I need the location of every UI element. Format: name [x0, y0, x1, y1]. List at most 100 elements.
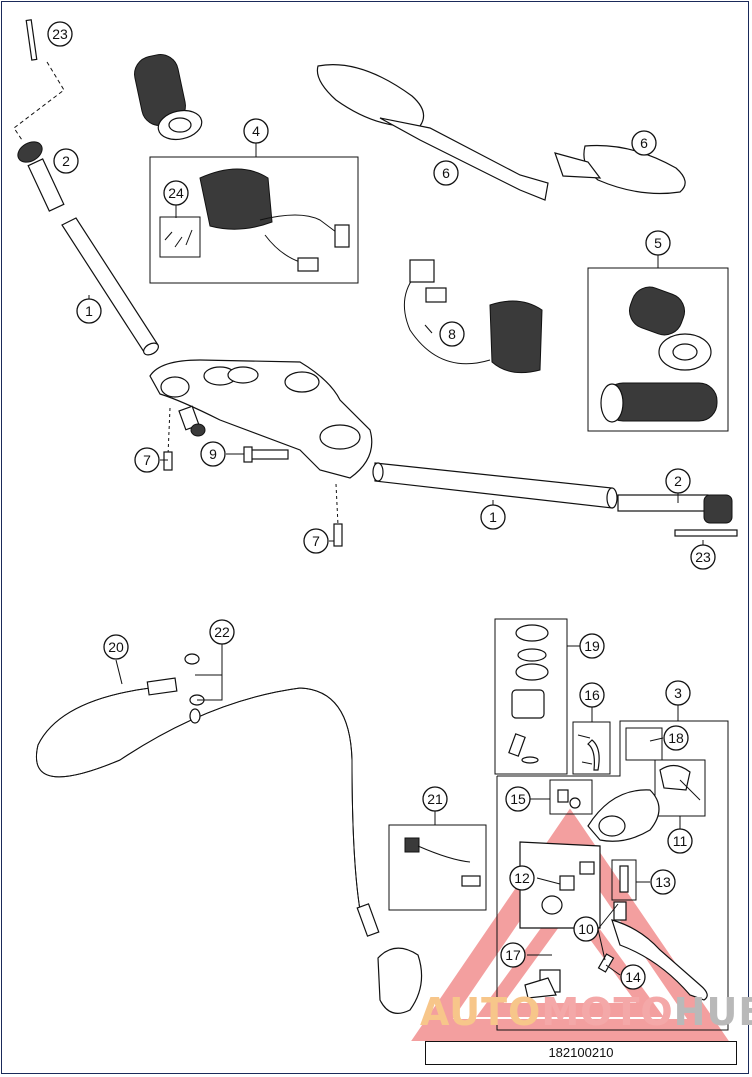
svg-text:23: 23 [52, 26, 68, 42]
svg-text:20: 20 [108, 639, 124, 655]
bar-end-weight-right [617, 494, 733, 524]
svg-text:19: 19 [584, 638, 600, 654]
bar-end-bolt-top [13, 19, 65, 141]
clutch-lever [611, 901, 708, 1001]
watermark-logo: AUTOMOTOHUB [420, 990, 752, 1034]
callout-20: 20 [103, 634, 129, 660]
svg-text:23: 23 [695, 549, 711, 565]
callout-17: 17 [500, 942, 526, 968]
clutch-hose [36, 677, 380, 937]
svg-text:11: 11 [673, 833, 688, 849]
switch-left-box [149, 156, 359, 284]
callout-11: 11 [667, 828, 693, 854]
callout-24: 24 [163, 180, 189, 206]
callout-8: 8 [439, 321, 465, 347]
clutch-switch-box [388, 824, 487, 911]
svg-text:1: 1 [85, 303, 93, 319]
bleeder-box [549, 779, 593, 815]
callout-18: 18 [663, 725, 689, 751]
piston-kit [519, 841, 601, 929]
callout-14: 14 [620, 964, 646, 990]
svg-text:6: 6 [640, 135, 648, 151]
svg-text:13: 13 [655, 874, 671, 890]
svg-text:24: 24 [168, 185, 184, 201]
svg-text:17: 17 [505, 947, 521, 963]
svg-text:1: 1 [489, 509, 497, 525]
bracket [577, 734, 600, 771]
callout-1-right: 1 [480, 504, 506, 530]
svg-text:15: 15 [510, 791, 526, 807]
svg-text:2: 2 [674, 473, 682, 489]
banjo-washers [184, 653, 205, 724]
slave-cylinder [377, 947, 423, 1014]
adjuster [524, 969, 561, 999]
screw-set-box [159, 216, 201, 258]
svg-text:9: 9 [209, 446, 217, 462]
svg-text:4: 4 [252, 123, 260, 139]
document-number: 182100210 [425, 1041, 737, 1065]
screw-set [164, 229, 193, 248]
callout-2-right: 2 [665, 468, 691, 494]
pivot-bolt [611, 859, 637, 901]
screw-box-18 [625, 727, 663, 761]
callout-22: 22 [209, 619, 235, 645]
grip-throttle [629, 286, 712, 371]
callout-6-right: 6 [631, 130, 657, 156]
callout-6-left: 6 [433, 160, 459, 186]
callout-13: 13 [650, 869, 676, 895]
callout-2-top: 2 [53, 148, 79, 174]
svg-text:18: 18 [668, 730, 684, 746]
svg-text:10: 10 [578, 921, 594, 937]
svg-text:6: 6 [442, 165, 450, 181]
callout-9: 9 [200, 441, 226, 467]
switch-left [199, 168, 350, 272]
callout-4: 4 [243, 118, 269, 144]
clamp [659, 764, 701, 801]
svg-text:7: 7 [312, 533, 320, 549]
bar-end-weight-top [17, 141, 65, 212]
callout-16: 16 [579, 682, 605, 708]
svg-text:2: 2 [62, 153, 70, 169]
svg-text:16: 16 [584, 687, 600, 703]
callout-15: 15 [505, 786, 531, 812]
handlebar-tube-right [372, 462, 618, 509]
callout-3: 3 [665, 680, 691, 706]
callout-23-right: 23 [690, 544, 716, 570]
svg-text:8: 8 [448, 326, 456, 342]
svg-text:7: 7 [143, 452, 151, 468]
callout-1-left: 1 [76, 298, 102, 324]
mirror-left [316, 64, 549, 201]
callout-7-lower: 7 [303, 528, 329, 554]
mirror-right [554, 144, 686, 195]
adjuster-screw [597, 953, 615, 973]
bolt-7-left [163, 407, 173, 471]
svg-text:22: 22 [214, 624, 230, 640]
svg-text:21: 21 [427, 791, 443, 807]
reservoir-box [494, 618, 568, 775]
callout-12: 12 [509, 865, 535, 891]
callout-21: 21 [422, 786, 448, 812]
grip-top [134, 54, 203, 141]
callout-5: 5 [645, 230, 671, 256]
callout-23-top: 23 [47, 21, 73, 47]
callout-10: 10 [573, 916, 599, 942]
bolt-9-lower [243, 446, 289, 463]
svg-text:3: 3 [674, 685, 682, 701]
bolt-7-lower [333, 483, 343, 547]
clutch-switch [404, 837, 481, 887]
switch-right [403, 259, 543, 374]
bolt-9-upper [178, 405, 206, 437]
svg-text:14: 14 [625, 969, 641, 985]
svg-text:5: 5 [654, 235, 662, 251]
svg-text:12: 12 [514, 870, 530, 886]
callout-19: 19 [579, 633, 605, 659]
callout-7-left: 7 [134, 447, 160, 473]
bar-end-bolt-right [674, 529, 738, 537]
reservoir [508, 624, 549, 764]
grip-clutch [600, 382, 718, 423]
master-cylinder-box [496, 720, 729, 1031]
bleeder-screw-15 [557, 789, 581, 809]
master-cylinder-body [587, 789, 660, 842]
